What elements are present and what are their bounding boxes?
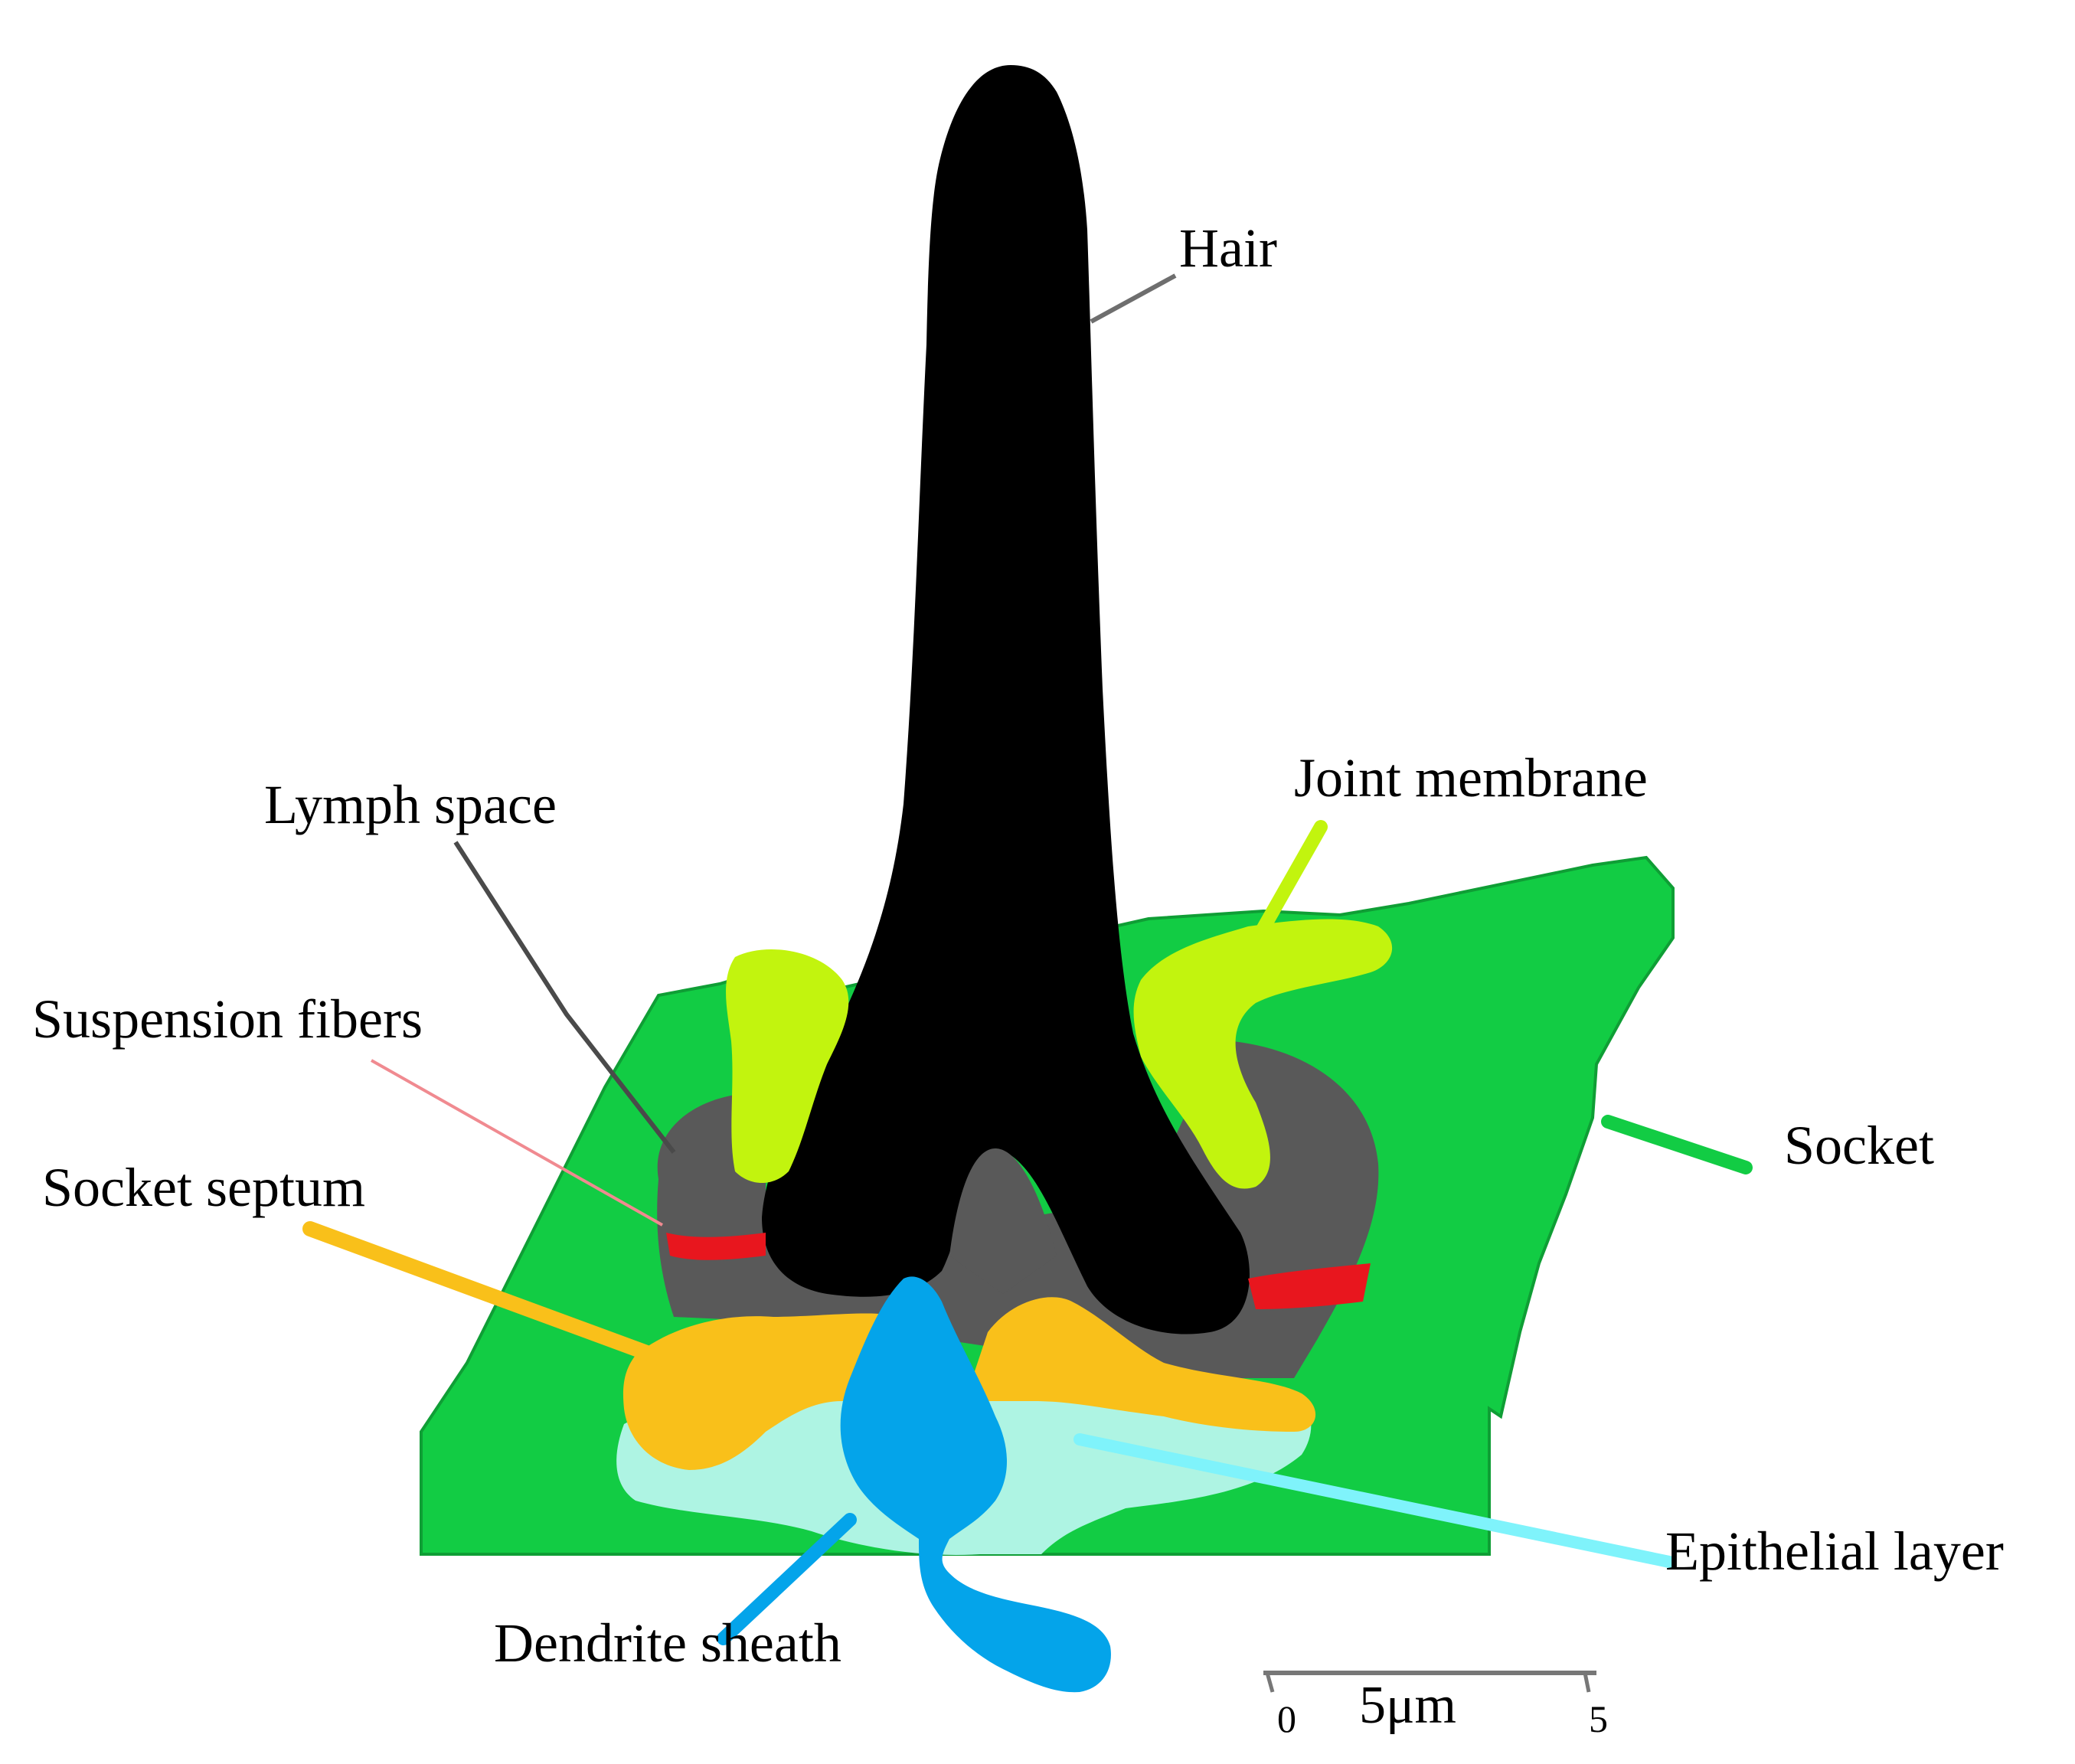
scale-bar: 0 5μm 5 <box>1263 1671 1608 1740</box>
suspension-fibers-left <box>666 1233 766 1260</box>
label-hair: Hair <box>1179 217 1277 279</box>
scale-bar-tick-right <box>1583 1672 1591 1693</box>
leader-suspension-fibers <box>371 1059 663 1227</box>
dendrite-sheath-shape <box>840 1276 1111 1693</box>
hair-base-notch <box>949 1148 1057 1294</box>
scale-bar-tick-left <box>1265 1672 1275 1693</box>
suspension-fibers-right <box>1248 1263 1371 1309</box>
leader-lymph-space <box>453 841 676 1154</box>
labels: Hair Joint membrane Lymph space Suspensi… <box>32 217 2004 1674</box>
leader-joint-membrane <box>1234 820 1328 975</box>
label-socket-septum: Socket septum <box>42 1157 365 1218</box>
leader-lines <box>302 273 1753 1645</box>
label-lymph-space: Lymph space <box>264 774 557 835</box>
leader-epithelial-layer <box>1073 1433 1675 1568</box>
leader-hair <box>1090 273 1177 324</box>
scale-bar-tick-end: 5 <box>1589 1697 1608 1740</box>
label-socket: Socket <box>1784 1115 1934 1176</box>
joint-membrane-left <box>726 949 849 1183</box>
label-dendrite-sheath: Dendrite sheath <box>494 1612 841 1674</box>
hair-shape <box>762 65 1250 1334</box>
leader-socket <box>1601 1115 1753 1174</box>
label-epithelial-layer: Epithelial layer <box>1665 1521 2004 1582</box>
label-suspension-fibers: Suspension fibers <box>32 988 423 1050</box>
label-joint-membrane: Joint membrane <box>1294 747 1648 808</box>
leader-socket-septum <box>302 1221 681 1370</box>
scale-bar-tick-start: 0 <box>1277 1697 1296 1740</box>
scale-bar-label: 5μm <box>1359 1676 1456 1735</box>
joint-membrane-right <box>1133 919 1393 1189</box>
leader-dendrite-sheath <box>717 1513 857 1645</box>
